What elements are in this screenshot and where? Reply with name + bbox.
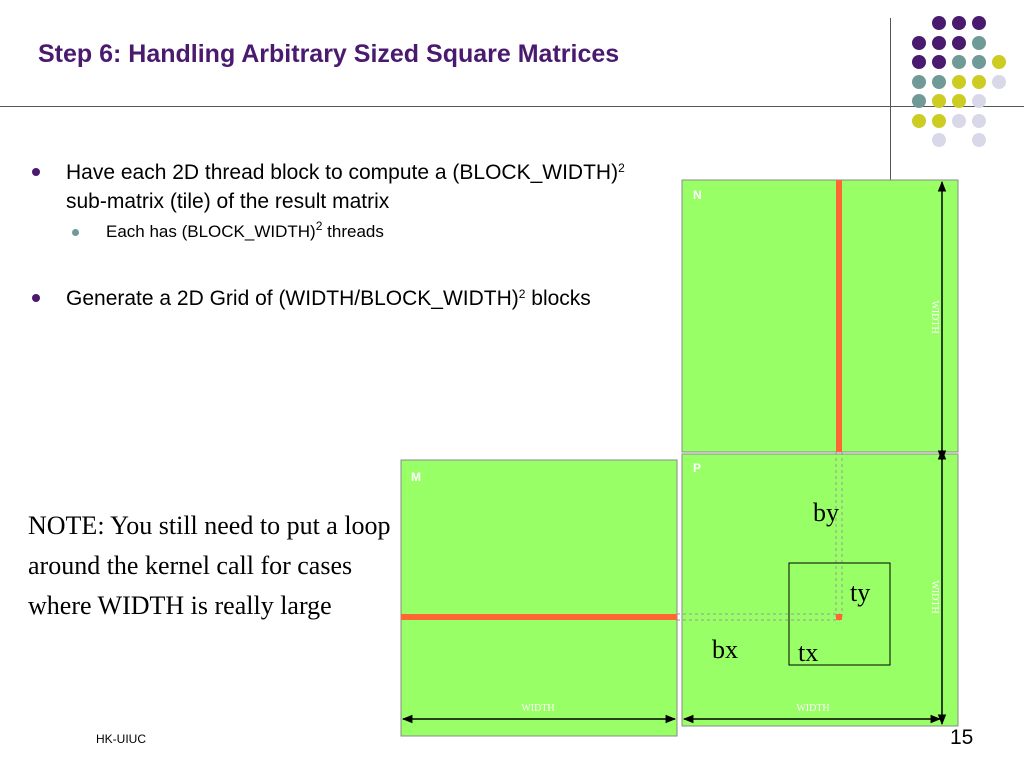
bullet-text: sub-matrix (tile) of the result matrix [66,190,390,213]
matrix-m [400,459,678,737]
decor-dot [932,35,946,50]
bx-label: bx [712,635,738,664]
bullet-dot-icon [32,294,40,302]
decor-dot [972,94,986,108]
dimension-arrows [401,180,947,726]
matrix-m-label: M [411,470,421,484]
m-row-highlight [401,614,677,620]
decor-dot [992,74,1006,89]
footer-text: HK-UIUC [96,732,146,746]
decor-dot [912,74,926,89]
ty-label: ty [850,578,870,607]
tx-label: tx [798,638,818,667]
bullet-dot-icon [32,168,40,176]
superscript: 2 [315,219,323,233]
decor-dot [972,133,986,147]
decor-dot [952,35,966,50]
width-label-p: WIDTH [929,580,940,613]
decor-dot [952,55,966,69]
bullet-item: Generate a 2D Grid of (WIDTH/BLOCK_WIDTH… [30,284,670,313]
bullet-item: Have each 2D thread block to compute a (… [30,158,670,216]
sub-bullet-text: Each has (BLOCK_WIDTH) [106,222,316,241]
sub-bullet-text: threads [322,222,384,241]
bullet-text: blocks [525,287,591,310]
superscript: 2 [618,161,625,175]
matrix-n [681,179,959,453]
decor-dot [912,94,926,108]
decor-dot [932,113,946,128]
decor-dot [932,55,946,69]
decor-dot [912,35,926,50]
bullet-list: Have each 2D thread block to compute a (… [30,158,670,313]
decor-dot [952,94,966,108]
superscript: 2 [518,287,526,301]
slide-title: Step 6: Handling Arbitrary Sized Square … [38,40,620,68]
width-label-p-bottom: WIDTH [796,703,829,714]
decor-dot [912,113,926,128]
guide-lines [677,452,843,621]
decor-dot [932,16,946,30]
p-element-highlight [836,614,842,620]
decor-dot [972,74,986,89]
width-label-n: WIDTH [929,300,940,333]
decor-dot [952,16,966,30]
decor-dot [992,55,1006,69]
decor-dot [972,55,986,69]
decor-dot [972,35,986,50]
decor-dot [972,113,986,128]
width-label-m: WIDTH [521,703,554,714]
decor-dot [912,55,926,69]
decor-dot [972,16,986,30]
decor-dot [952,74,966,89]
by-label: by [813,498,839,527]
tile-box [788,562,891,666]
decor-dot [932,133,946,147]
page-number: 15 [950,726,974,749]
decor-dot [952,113,966,128]
bullet-text: Have each 2D thread block to compute a (… [66,161,619,184]
note-text: NOTE: You still need to put a loop aroun… [28,511,391,620]
decor-dot [932,74,946,89]
n-column-highlight [836,180,842,452]
matrix-p [681,453,959,727]
decor-horizontal-rule [0,106,1024,107]
matrix-p-label: P [693,461,701,475]
sub-bullet-dot-icon [72,229,79,236]
sub-bullet-item: Each has (BLOCK_WIDTH)2 threads [30,220,670,244]
decor-vertical-rule [890,18,891,180]
matrix-n-label: N [693,188,702,202]
decor-dot [932,94,946,108]
bullet-text: Generate a 2D Grid of (WIDTH/BLOCK_WIDTH… [66,287,519,310]
